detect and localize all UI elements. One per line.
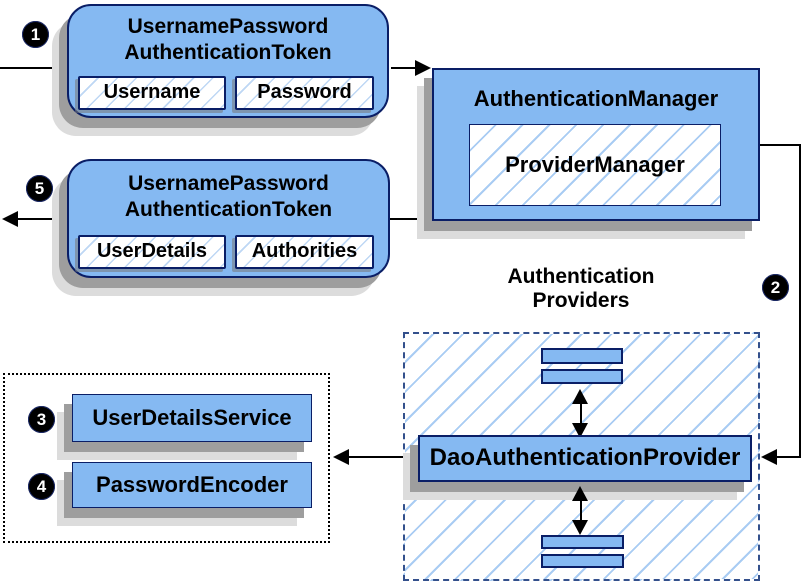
authentication-providers-label: Authentication Providers bbox=[466, 265, 696, 313]
authentication-manager-title: AuthenticationManager bbox=[473, 86, 719, 111]
manager-to-dao-line-bottom bbox=[777, 456, 801, 458]
authorities-field: Authorities bbox=[235, 235, 374, 269]
manager-to-response-line bbox=[390, 218, 432, 220]
request-token-title-line2: AuthenticationToken bbox=[124, 41, 332, 64]
response-token-title: UsernamePassword AuthenticationToken bbox=[69, 171, 388, 223]
stub-dao-link-top-shaft bbox=[580, 397, 582, 427]
response-token-title-line1: UsernamePassword bbox=[128, 172, 329, 195]
step-2-badge: 2 bbox=[762, 274, 789, 301]
provider-stub-bar bbox=[541, 369, 623, 384]
manager-to-dao-line-top bbox=[760, 144, 801, 146]
stub-dao-link-bottom-arrowhead-up bbox=[572, 486, 588, 501]
password-field: Password bbox=[235, 76, 374, 110]
username-field: Username bbox=[78, 76, 226, 110]
outgoing-response-arrowhead bbox=[2, 211, 18, 227]
dao-to-services-arrowhead bbox=[333, 449, 349, 465]
dao-to-services-line bbox=[349, 456, 419, 458]
password-encoder-box: PasswordEncoder bbox=[72, 462, 312, 508]
dao-authentication-provider-box: DaoAuthenticationProvider bbox=[418, 435, 752, 482]
step-4-badge: 4 bbox=[28, 473, 55, 500]
request-token-title-line1: UsernamePassword bbox=[127, 15, 329, 38]
token-to-manager-arrowhead bbox=[415, 60, 431, 76]
provider-stub-bar bbox=[541, 535, 624, 549]
request-token-title: UsernamePassword AuthenticationToken bbox=[69, 14, 387, 66]
services-group-box bbox=[3, 373, 330, 543]
token-to-manager-line bbox=[391, 67, 417, 69]
user-details-field: UserDetails bbox=[78, 235, 226, 269]
stub-dao-link-top-arrowhead-up bbox=[572, 389, 588, 404]
stub-dao-link-top-arrowhead-down bbox=[572, 423, 588, 438]
manager-to-dao-line-vertical bbox=[799, 144, 801, 458]
authentication-providers-label-line2: Providers bbox=[532, 289, 630, 312]
manager-to-dao-arrowhead bbox=[761, 449, 777, 465]
provider-stub-bar bbox=[541, 348, 623, 364]
user-details-service-box: UserDetailsService bbox=[72, 394, 312, 442]
response-token-box: UsernamePassword AuthenticationToken Use… bbox=[67, 159, 390, 278]
step-3-badge: 3 bbox=[28, 406, 55, 433]
provider-manager-box: ProviderManager bbox=[469, 124, 721, 206]
authentication-manager-box: AuthenticationManager ProviderManager bbox=[432, 68, 760, 221]
stub-dao-link-bottom-arrowhead-down bbox=[572, 520, 588, 535]
step-5-badge: 5 bbox=[26, 175, 53, 202]
outgoing-response-line bbox=[17, 218, 67, 220]
stub-dao-link-bottom-shaft bbox=[580, 493, 582, 523]
step-1-badge: 1 bbox=[22, 21, 49, 48]
response-token-title-line2: AuthenticationToken bbox=[124, 198, 333, 221]
request-token-box: UsernamePassword AuthenticationToken Use… bbox=[67, 4, 389, 118]
authentication-providers-label-line1: Authentication bbox=[507, 265, 655, 288]
provider-stub-bar bbox=[541, 554, 624, 568]
incoming-request-line bbox=[0, 67, 67, 69]
